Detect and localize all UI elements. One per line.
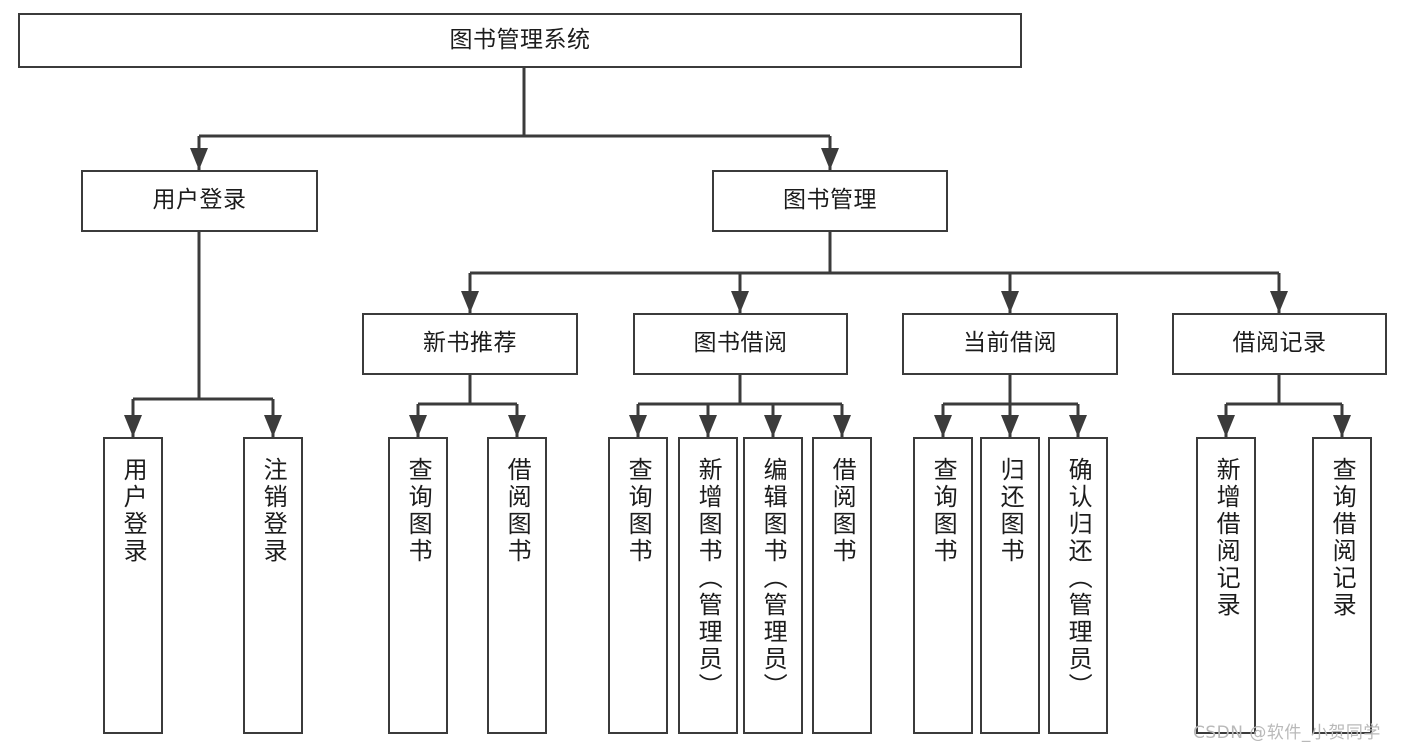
node-label: 查询图书	[404, 457, 433, 565]
node-label: 确认归还（管理员）	[1064, 457, 1093, 700]
node-label: 当前借阅	[963, 330, 1057, 357]
node-borrow-record[interactable]: 借阅记录	[1172, 313, 1387, 375]
node-label: 归还图书	[996, 457, 1025, 565]
edge-current-borrow-arrowhead-2	[1069, 415, 1087, 437]
node-leaf-return-book[interactable]: 归还图书	[980, 437, 1040, 734]
node-current-borrow[interactable]: 当前借阅	[902, 313, 1118, 375]
node-leaf-query-book-2[interactable]: 查询图书	[608, 437, 668, 734]
node-label: 编辑图书（管理员）	[759, 457, 788, 700]
edge-borrow-record-arrowhead-1	[1333, 415, 1351, 437]
node-book-borrow[interactable]: 图书借阅	[633, 313, 848, 375]
node-label: 查询借阅记录	[1328, 457, 1357, 619]
edge-book-manage-arrowhead-0	[461, 291, 479, 313]
node-label: 查询图书	[929, 457, 958, 565]
node-label: 借阅记录	[1232, 330, 1327, 357]
node-leaf-confirm-return[interactable]: 确认归还（管理员）	[1048, 437, 1108, 734]
edge-book-manage-arrowhead-3	[1270, 291, 1288, 313]
edge-root-arrowhead-0	[190, 148, 208, 170]
node-leaf-add-book[interactable]: 新增图书（管理员）	[678, 437, 738, 734]
edge-new-book-rec-arrowhead-1	[508, 415, 526, 437]
node-new-book-rec[interactable]: 新书推荐	[362, 313, 578, 375]
node-label: 借阅图书	[828, 457, 857, 565]
edge-book-manage-arrowhead-2	[1001, 291, 1019, 313]
edge-root-arrowhead-1	[821, 148, 839, 170]
node-leaf-query-book-1[interactable]: 查询图书	[388, 437, 448, 734]
node-leaf-edit-book[interactable]: 编辑图书（管理员）	[743, 437, 803, 734]
edge-book-borrow-arrowhead-2	[764, 415, 782, 437]
edge-current-borrow-arrowhead-0	[934, 415, 952, 437]
edge-borrow-record-arrowhead-0	[1217, 415, 1235, 437]
node-leaf-user-logout[interactable]: 注销登录	[243, 437, 303, 734]
node-user-login[interactable]: 用户登录	[81, 170, 318, 232]
node-label: 用户登录	[119, 457, 148, 565]
edge-book-borrow-arrowhead-1	[699, 415, 717, 437]
watermark-text: CSDN @软件_小贺同学	[1193, 723, 1381, 743]
node-leaf-borrow-book-1[interactable]: 借阅图书	[487, 437, 547, 734]
edge-book-manage-arrowhead-1	[731, 291, 749, 313]
node-label: 新增借阅记录	[1212, 457, 1241, 619]
edge-new-book-rec-arrowhead-0	[409, 415, 427, 437]
node-label: 新书推荐	[423, 330, 517, 357]
node-leaf-query-book-3[interactable]: 查询图书	[913, 437, 973, 734]
node-label: 用户登录	[152, 187, 247, 214]
edge-user-login-arrowhead-0	[124, 415, 142, 437]
node-leaf-add-record[interactable]: 新增借阅记录	[1196, 437, 1256, 734]
edge-book-borrow-arrowhead-3	[833, 415, 851, 437]
node-label: 图书管理系统	[449, 26, 591, 53]
node-leaf-user-login[interactable]: 用户登录	[103, 437, 163, 734]
node-label: 查询图书	[624, 457, 653, 565]
node-label: 新增图书（管理员）	[694, 457, 723, 700]
node-leaf-borrow-book-2[interactable]: 借阅图书	[812, 437, 872, 734]
node-label: 注销登录	[259, 457, 288, 565]
node-leaf-query-record[interactable]: 查询借阅记录	[1312, 437, 1372, 734]
edge-current-borrow-arrowhead-1	[1001, 415, 1019, 437]
edge-book-borrow-arrowhead-0	[629, 415, 647, 437]
node-book-manage[interactable]: 图书管理	[712, 170, 948, 232]
edge-user-login-arrowhead-1	[264, 415, 282, 437]
node-label: 图书借阅	[693, 330, 788, 357]
node-label: 借阅图书	[503, 457, 532, 565]
node-root[interactable]: 图书管理系统	[18, 13, 1022, 68]
node-label: 图书管理	[783, 187, 877, 214]
